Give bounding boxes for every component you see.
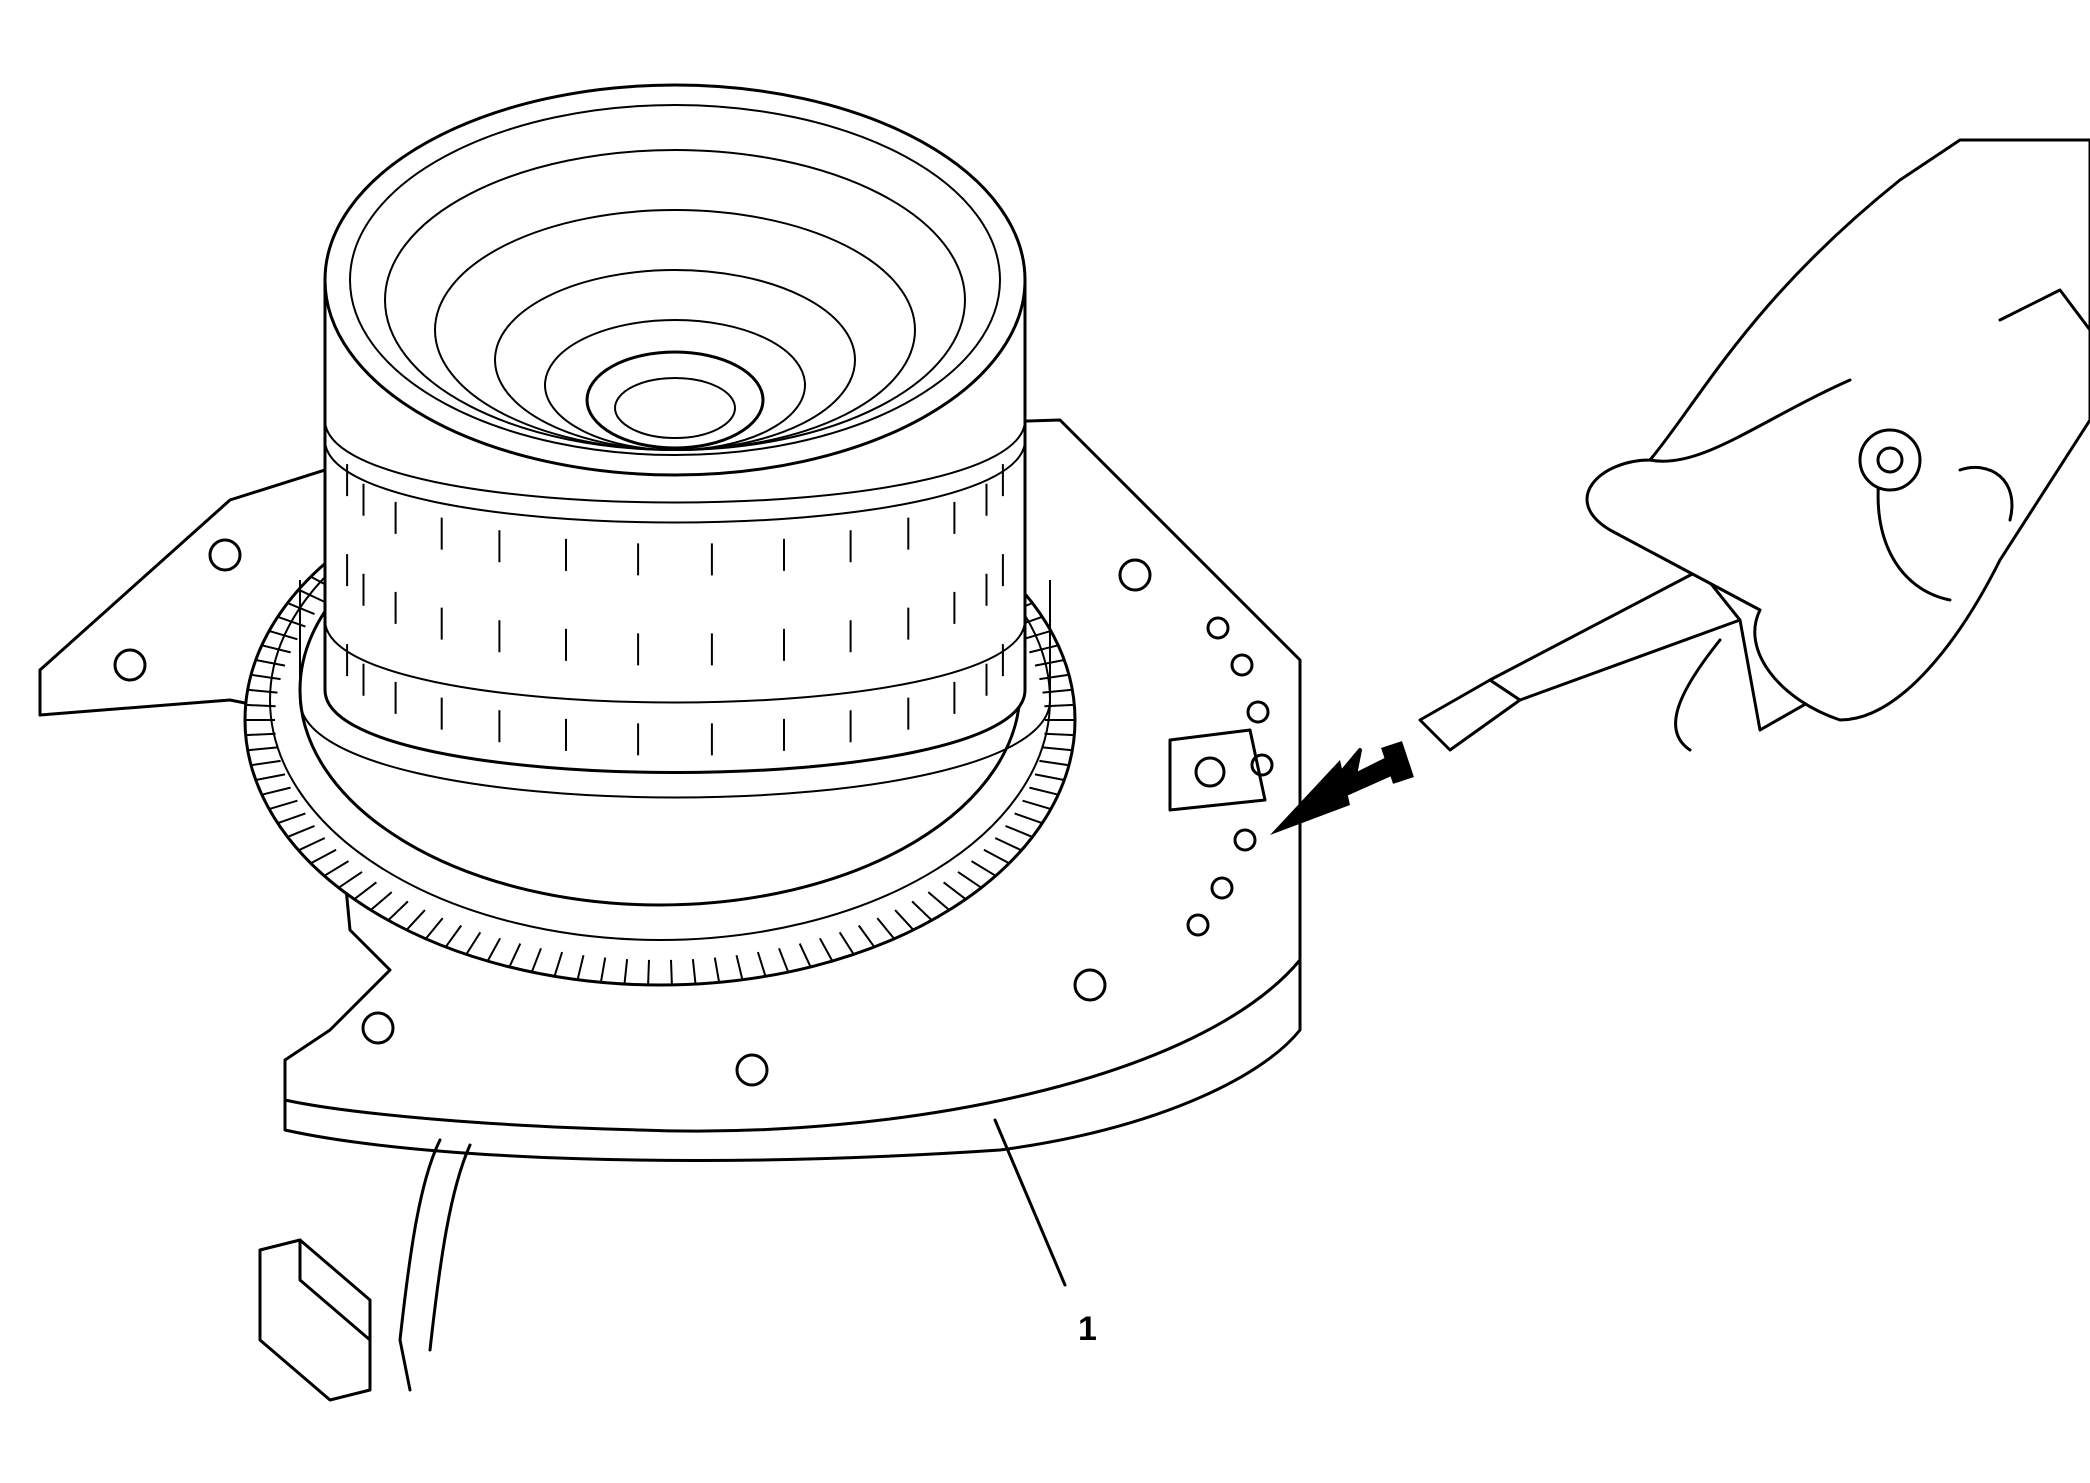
clutch-housing-drum — [299, 83, 1051, 799]
wiring-harness — [258, 1138, 472, 1402]
hand-icon — [1585, 138, 2090, 722]
callout-leader — [993, 1118, 1067, 1287]
callout-label-1: 1 — [1078, 1310, 1097, 1348]
